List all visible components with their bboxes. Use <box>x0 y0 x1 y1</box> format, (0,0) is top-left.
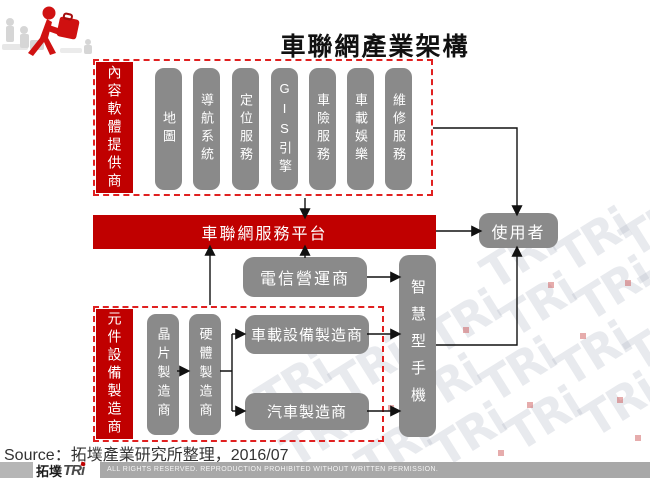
corner-logo-running-figure <box>2 6 92 56</box>
node-car-maker: 汽車製造商 <box>245 393 369 430</box>
node-positioning-label: 定位服務 <box>238 93 253 165</box>
user-label: 使用者 <box>491 224 546 242</box>
node-iov-service-platform: 車聯網服務平台 <box>93 215 436 249</box>
node-smartphone: 智慧型手機 <box>399 255 436 437</box>
page-title: 車聯網產業架構 <box>280 32 470 61</box>
telecom-label: 電信營運商 <box>259 271 350 288</box>
node-maintenance-label: 維修服務 <box>391 93 406 165</box>
content-providers-group: 內容軟體提供商 地圖 導航系統 定位服務 GIS引擎 車險服務 車載娛樂 維修服… <box>93 59 433 196</box>
vehicle-equipment-maker-label: 車載設備製造商 <box>250 327 363 344</box>
car-maker-label: 汽車製造商 <box>266 404 347 421</box>
source-note: Source：拓墣產業研究所整理，2016/07 <box>4 447 289 464</box>
hardware-maker-label: 硬體製造商 <box>197 327 213 422</box>
node-map-label: 地圖 <box>161 111 176 147</box>
smartphone-label: 智慧型手機 <box>409 278 426 414</box>
node-positioning-service: 定位服務 <box>232 68 259 190</box>
watermark-dot <box>498 450 504 456</box>
node-chip-maker: 晶片製造商 <box>147 314 179 435</box>
node-user: 使用者 <box>479 213 558 248</box>
footer-logo-en-text: TRi <box>63 461 85 479</box>
node-vehicle-equipment-maker: 車載設備製造商 <box>245 315 369 354</box>
platform-label: 車聯網服務平台 <box>201 226 328 243</box>
footer-logo-zh: 拓墣 <box>36 463 63 479</box>
footer-logo: 拓墣 TRi <box>36 461 86 479</box>
node-navigation-label: 導航系統 <box>199 93 214 165</box>
node-insurance-label: 車險服務 <box>315 93 330 165</box>
watermark-dot <box>625 280 631 286</box>
node-map: 地圖 <box>155 68 182 190</box>
content-providers-label: 內容軟體提供商 <box>106 64 123 191</box>
content-providers-label-box: 內容軟體提供商 <box>96 62 133 193</box>
node-in-car-entertainment: 車載娛樂 <box>347 68 374 190</box>
component-makers-group: 元件設備製造商 晶片製造商 硬體製造商 車載設備製造商 汽車製造商 <box>93 306 384 442</box>
footer-gray-block <box>0 462 33 478</box>
red-runner <box>28 6 80 56</box>
node-maintenance-service: 維修服務 <box>385 68 412 190</box>
node-telecom-operator: 電信營運商 <box>243 257 367 297</box>
watermark-dot <box>527 402 533 408</box>
watermark-dot <box>580 333 586 339</box>
node-car-insurance: 車險服務 <box>309 68 336 190</box>
component-makers-label: 元件設備製造商 <box>106 311 123 437</box>
node-gis-label: GIS引擎 <box>277 81 292 177</box>
node-hardware-maker: 硬體製造商 <box>189 314 221 435</box>
footer-copyright: ALL RIGHTS RESERVED. REPRODUCTION PROHIB… <box>100 462 650 478</box>
footer-logo-en: TRi <box>63 461 86 479</box>
node-gis-engine: GIS引擎 <box>271 68 298 190</box>
node-entertainment-label: 車載娛樂 <box>353 93 368 165</box>
footer-logo-red-dot <box>80 461 86 466</box>
node-navigation-system: 導航系統 <box>193 68 220 190</box>
watermark-dot <box>617 397 623 403</box>
chip-maker-label: 晶片製造商 <box>155 327 171 422</box>
watermark-dot <box>635 435 641 441</box>
watermark-dot <box>548 282 554 288</box>
component-makers-label-box: 元件設備製造商 <box>96 309 133 439</box>
